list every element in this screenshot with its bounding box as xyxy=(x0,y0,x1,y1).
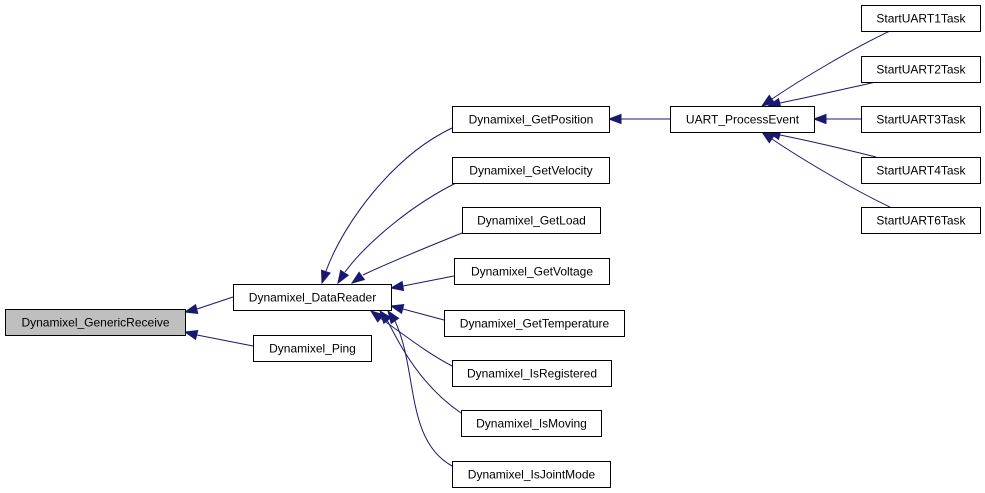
edge-get_load-to-data_reader xyxy=(350,232,463,284)
arrowhead-icon xyxy=(389,303,405,315)
edge-start_uart4-to-uart_process_event xyxy=(766,129,877,158)
node-box[interactable] xyxy=(452,461,611,488)
edge-line xyxy=(402,275,455,287)
edge-start_uart3-to-uart_process_event xyxy=(812,113,861,125)
edge-line xyxy=(379,317,453,367)
edge-line xyxy=(196,296,234,310)
node-box[interactable] xyxy=(5,309,186,336)
edge-ping-to-generic_receive xyxy=(183,329,254,347)
node-label: StartUART3Task xyxy=(876,113,966,127)
node-is-joint-mode[interactable]: Dynamixel_IsJointMode xyxy=(452,461,611,488)
arrowhead-icon xyxy=(387,309,400,325)
edge-line xyxy=(779,81,877,104)
node-box[interactable] xyxy=(861,157,981,184)
node-label: StartUART1Task xyxy=(876,12,966,26)
node-label: Dynamixel_GenericReceive xyxy=(21,316,169,330)
node-box[interactable] xyxy=(253,335,372,362)
node-label: StartUART4Task xyxy=(876,164,966,178)
node-box[interactable] xyxy=(861,207,981,234)
node-label: StartUART2Task xyxy=(876,63,966,77)
node-label: Dynamixel_IsMoving xyxy=(476,417,587,431)
edge-line xyxy=(779,134,877,158)
node-label: Dynamixel_GetVoltage xyxy=(471,265,593,279)
node-box[interactable] xyxy=(670,106,815,133)
node-start-uart6[interactable]: StartUART6Task xyxy=(861,207,981,234)
edge-start_uart2-to-uart_process_event xyxy=(766,81,877,109)
arrowhead-icon xyxy=(183,303,199,315)
node-label: Dynamixel_GetTemperature xyxy=(460,317,610,331)
node-label: UART_ProcessEvent xyxy=(686,113,800,127)
arrowhead-icon xyxy=(183,329,199,341)
edge-line xyxy=(344,180,461,273)
node-box[interactable] xyxy=(452,360,612,387)
node-box[interactable] xyxy=(461,410,602,437)
node-start-uart2[interactable]: StartUART2Task xyxy=(861,56,981,83)
edge-uart_process_event-to-get_position xyxy=(607,113,670,125)
node-label: Dynamixel_GetPosition xyxy=(469,113,594,127)
node-box[interactable] xyxy=(861,5,981,32)
node-box[interactable] xyxy=(444,310,625,337)
node-label: Dynamixel_IsRegistered xyxy=(467,367,597,381)
node-box[interactable] xyxy=(452,157,610,184)
edge-line xyxy=(386,319,462,414)
node-start-uart1[interactable]: StartUART1Task xyxy=(861,5,981,32)
node-get-velocity[interactable]: Dynamixel_GetVelocity xyxy=(452,157,610,184)
node-get-position[interactable]: Dynamixel_GetPosition xyxy=(452,106,610,133)
edge-line xyxy=(771,138,891,208)
edge-line xyxy=(394,320,453,467)
edge-line xyxy=(196,334,254,347)
edge-line xyxy=(362,232,463,276)
node-label: Dynamixel_Ping xyxy=(269,342,356,356)
node-get-load[interactable]: Dynamixel_GetLoad xyxy=(462,207,601,234)
node-box[interactable] xyxy=(861,56,981,83)
arrowhead-icon xyxy=(369,310,385,323)
node-box[interactable] xyxy=(452,106,610,133)
arrowhead-icon xyxy=(760,131,776,144)
node-box[interactable] xyxy=(462,207,601,234)
node-box[interactable] xyxy=(233,284,392,311)
node-generic-receive[interactable]: Dynamixel_GenericReceive xyxy=(5,309,186,336)
edge-get_temperature-to-data_reader xyxy=(389,303,445,321)
edge-is_moving-to-data_reader xyxy=(379,309,462,414)
node-uart-process-event[interactable]: UART_ProcessEvent xyxy=(670,106,815,133)
arrowhead-icon xyxy=(337,269,350,285)
node-label: Dynamixel_GetVelocity xyxy=(469,164,592,178)
edge-line xyxy=(771,30,891,100)
arrowhead-icon xyxy=(379,309,392,325)
edge-line xyxy=(325,127,453,272)
node-box[interactable] xyxy=(861,106,981,133)
node-ping[interactable]: Dynamixel_Ping xyxy=(253,335,372,362)
node-is-moving[interactable]: Dynamixel_IsMoving xyxy=(461,410,602,437)
node-data-reader[interactable]: Dynamixel_DataReader xyxy=(233,284,392,311)
node-label: Dynamixel_DataReader xyxy=(249,291,376,305)
edge-get_position-to-data_reader xyxy=(320,127,453,285)
node-label: Dynamixel_IsJointMode xyxy=(468,468,596,482)
node-get-voltage[interactable]: Dynamixel_GetVoltage xyxy=(454,258,610,285)
arrowhead-icon xyxy=(389,280,405,292)
nodes-layer: Dynamixel_GenericReceive Dynamixel_DataRe… xyxy=(5,5,981,488)
edge-get_velocity-to-data_reader xyxy=(337,180,461,285)
arrowhead-icon xyxy=(350,271,366,284)
arrowhead-icon xyxy=(320,269,331,285)
edge-start_uart6-to-uart_process_event xyxy=(760,131,891,208)
node-is-registered[interactable]: Dynamixel_IsRegistered xyxy=(452,360,612,387)
edges-layer xyxy=(183,30,891,467)
edge-line xyxy=(402,308,445,321)
node-label: StartUART6Task xyxy=(876,214,966,228)
node-label: Dynamixel_GetLoad xyxy=(477,214,586,228)
arrowhead-icon xyxy=(607,113,622,125)
node-box[interactable] xyxy=(454,258,610,285)
node-start-uart4[interactable]: StartUART4Task xyxy=(861,157,981,184)
arrowhead-icon xyxy=(812,113,827,125)
edge-is_joint_mode-to-data_reader xyxy=(387,309,453,467)
edge-get_voltage-to-data_reader xyxy=(389,275,455,292)
node-get-temperature[interactable]: Dynamixel_GetTemperature xyxy=(444,310,625,337)
edge-data_reader-to-generic_receive xyxy=(183,296,234,315)
node-start-uart3[interactable]: StartUART3Task xyxy=(861,106,981,133)
